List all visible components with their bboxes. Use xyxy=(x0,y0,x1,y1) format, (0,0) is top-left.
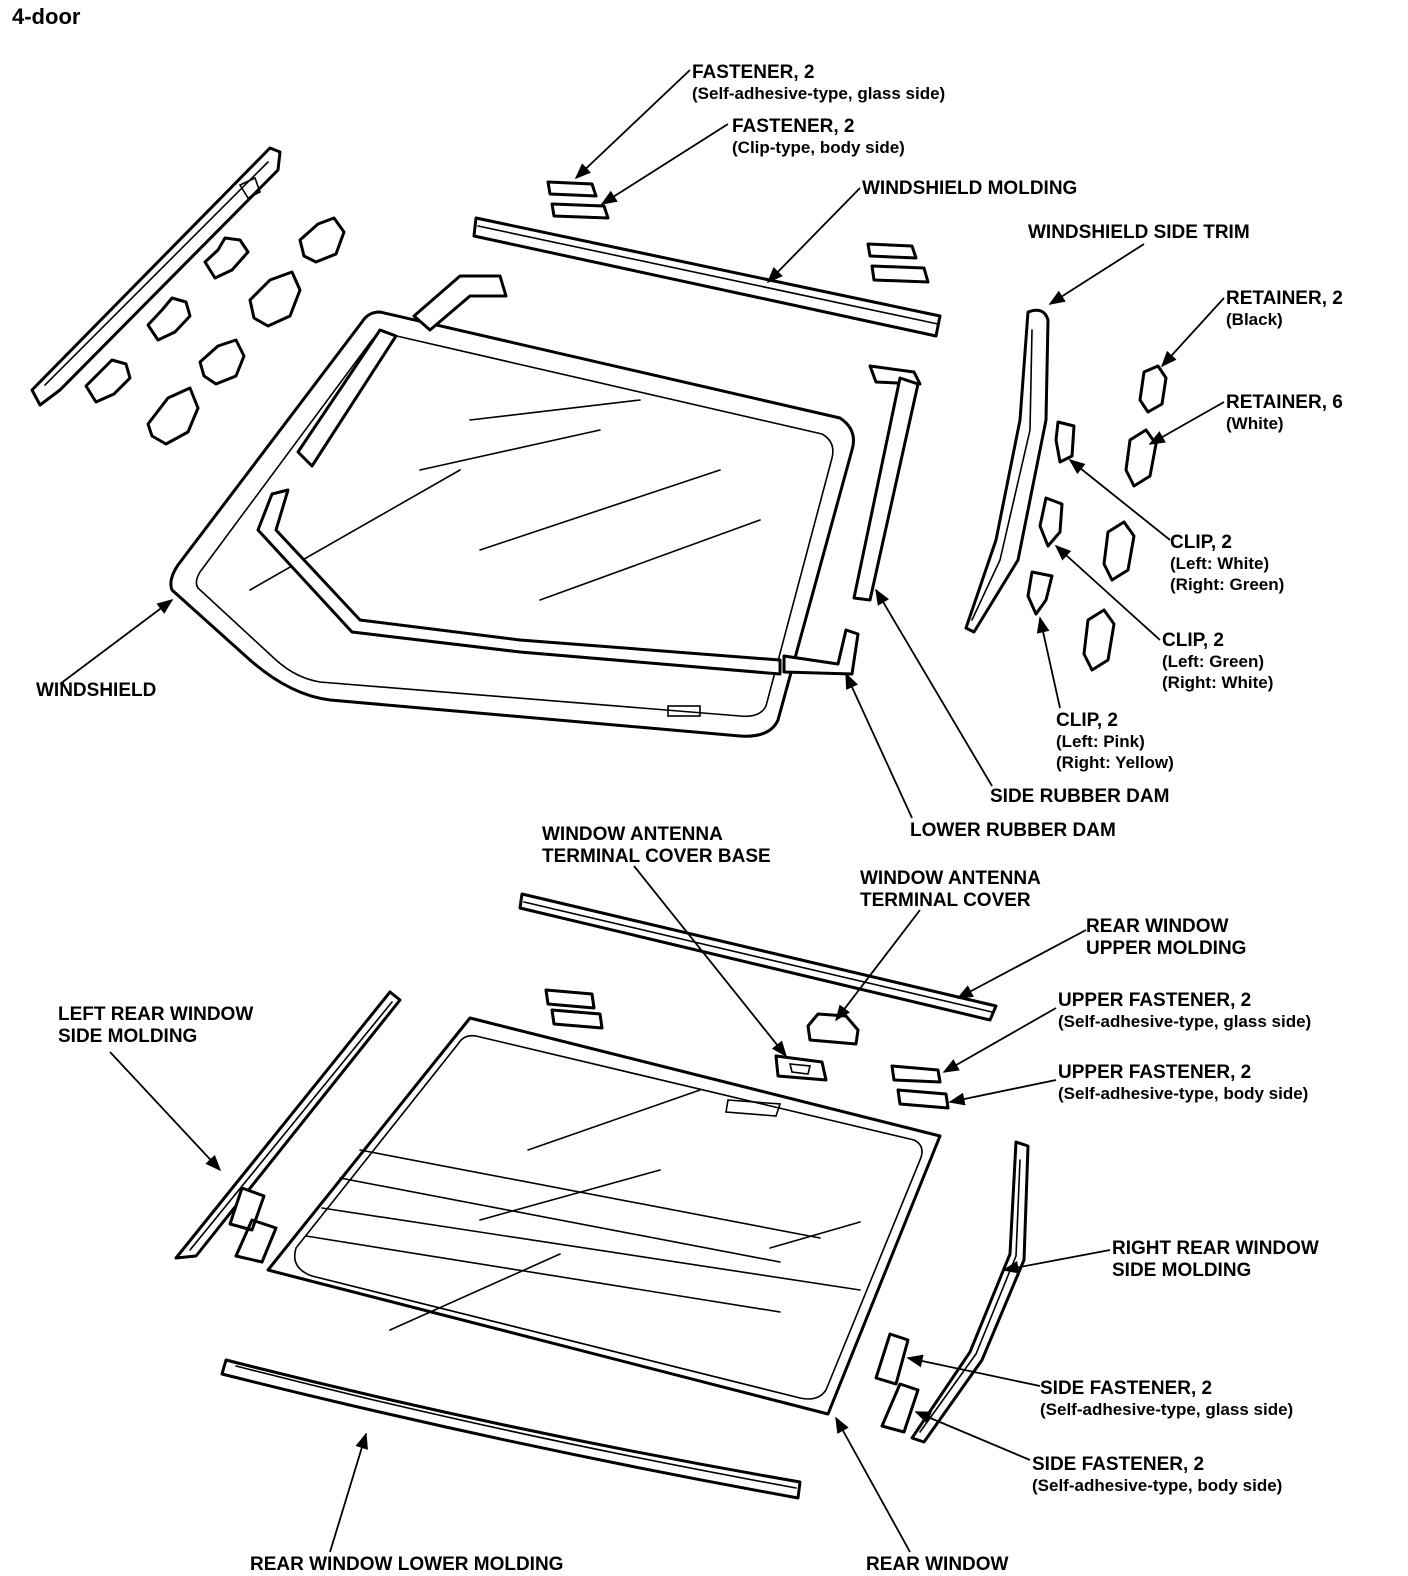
svg-text:RIGHT REAR WINDOW: RIGHT REAR WINDOW xyxy=(1112,1238,1319,1259)
svg-text:FASTENER, 2: FASTENER, 2 xyxy=(692,62,814,83)
svg-text:(Left: Pink): (Left: Pink) xyxy=(1056,732,1145,751)
label-side-fastener-glass: SIDE FASTENER, 2 (Self-adhesive-type, gl… xyxy=(1040,1378,1293,1419)
windshield-glass-part xyxy=(169,310,855,738)
label-rear-upper-molding: REAR WINDOW UPPER MOLDING xyxy=(1086,916,1246,959)
label-retainer-white: RETAINER, 6 (White) xyxy=(1226,392,1343,433)
lower-rubber-dam-part xyxy=(782,628,860,676)
leader-lines xyxy=(59,69,1225,1553)
svg-text:UPPER MOLDING: UPPER MOLDING xyxy=(1086,938,1246,959)
label-right-rear-side-molding: RIGHT REAR WINDOW SIDE MOLDING xyxy=(1112,1238,1319,1281)
upper-rubber-dam-part xyxy=(256,274,782,676)
page-title: 4-door xyxy=(12,4,81,29)
svg-text:SIDE MOLDING: SIDE MOLDING xyxy=(1112,1260,1251,1281)
svg-text:SIDE FASTENER, 2: SIDE FASTENER, 2 xyxy=(1032,1454,1204,1475)
svg-text:TERMINAL COVER: TERMINAL COVER xyxy=(860,890,1031,911)
svg-text:UPPER FASTENER, 2: UPPER FASTENER, 2 xyxy=(1058,990,1251,1011)
label-side-rubber-dam: SIDE RUBBER DAM xyxy=(990,786,1169,807)
label-left-rear-side-molding: LEFT REAR WINDOW SIDE MOLDING xyxy=(58,1004,253,1047)
svg-text:LEFT REAR WINDOW: LEFT REAR WINDOW xyxy=(58,1004,253,1025)
rear-window-glass-part xyxy=(266,1016,942,1416)
svg-text:SIDE FASTENER, 2: SIDE FASTENER, 2 xyxy=(1040,1378,1212,1399)
windshield-side-trim-part xyxy=(964,308,1050,634)
svg-text:(Right: White): (Right: White) xyxy=(1162,673,1273,692)
label-antenna-cover-base: WINDOW ANTENNA TERMINAL COVER BASE xyxy=(542,824,771,867)
svg-text:(Self-adhesive-type, body side: (Self-adhesive-type, body side) xyxy=(1032,1476,1282,1495)
label-lower-rubber-dam: LOWER RUBBER DAM xyxy=(910,820,1116,841)
svg-text:(Left: White): (Left: White) xyxy=(1170,554,1269,573)
svg-text:SIDE MOLDING: SIDE MOLDING xyxy=(58,1026,197,1047)
label-rear-lower-molding: REAR WINDOW LOWER MOLDING xyxy=(250,1554,563,1575)
svg-text:(Self-adhesive-type, glass sid: (Self-adhesive-type, glass side) xyxy=(1040,1400,1293,1419)
clip-parts xyxy=(1026,420,1076,616)
left-rear-side-molding-part xyxy=(174,990,402,1260)
svg-text:CLIP, 2: CLIP, 2 xyxy=(1170,532,1232,553)
svg-text:(Self-adhesive-type, body side: (Self-adhesive-type, body side) xyxy=(1058,1084,1308,1103)
svg-text:CLIP, 2: CLIP, 2 xyxy=(1162,630,1224,651)
svg-text:(Self-adhesive-type, glass sid: (Self-adhesive-type, glass side) xyxy=(1058,1012,1311,1031)
left-side-fasteners xyxy=(228,1186,278,1264)
antenna-cover-part xyxy=(806,1012,860,1046)
antenna-cover-base-part xyxy=(774,1054,828,1082)
label-retainer-black: RETAINER, 2 (Black) xyxy=(1226,288,1343,329)
windshield-molding-part xyxy=(472,216,942,338)
svg-text:(Right: Yellow): (Right: Yellow) xyxy=(1056,753,1174,772)
svg-text:(White): (White) xyxy=(1226,414,1284,433)
svg-text:(Left: Green): (Left: Green) xyxy=(1162,652,1264,671)
svg-text:(Black): (Black) xyxy=(1226,310,1283,329)
svg-text:UPPER FASTENER, 2: UPPER FASTENER, 2 xyxy=(1058,1062,1251,1083)
svg-text:WINDOW ANTENNA: WINDOW ANTENNA xyxy=(860,868,1041,889)
svg-text:FASTENER, 2: FASTENER, 2 xyxy=(732,116,854,137)
label-windshield-side-trim: WINDSHIELD SIDE TRIM xyxy=(1028,222,1250,243)
svg-text:(Self-adhesive-type, glass sid: (Self-adhesive-type, glass side) xyxy=(692,84,945,103)
label-antenna-cover: WINDOW ANTENNA TERMINAL COVER xyxy=(860,868,1041,911)
label-upper-fastener-body: UPPER FASTENER, 2 (Self-adhesive-type, b… xyxy=(1058,1062,1308,1103)
label-windshield-molding: WINDSHIELD MOLDING xyxy=(862,178,1077,199)
label-side-fastener-body: SIDE FASTENER, 2 (Self-adhesive-type, bo… xyxy=(1032,1454,1282,1495)
retainer-black-part xyxy=(1138,364,1168,414)
svg-text:(Right: Green): (Right: Green) xyxy=(1170,575,1284,594)
label-clip-green-white: CLIP, 2 (Left: Green) (Right: White) xyxy=(1162,630,1273,692)
svg-text:RETAINER, 6: RETAINER, 6 xyxy=(1226,392,1343,413)
label-fastener-glass-side: FASTENER, 2 (Self-adhesive-type, glass s… xyxy=(692,62,945,103)
svg-text:WINDOW ANTENNA: WINDOW ANTENNA xyxy=(542,824,723,845)
label-clip-white-green: CLIP, 2 (Left: White) (Right: Green) xyxy=(1170,532,1284,594)
rear-upper-fasteners xyxy=(544,988,950,1110)
rear-upper-molding-part xyxy=(518,892,998,1022)
label-upper-fastener-glass: UPPER FASTENER, 2 (Self-adhesive-type, g… xyxy=(1058,990,1311,1031)
svg-text:REAR WINDOW: REAR WINDOW xyxy=(1086,916,1229,937)
svg-text:TERMINAL COVER BASE: TERMINAL COVER BASE xyxy=(542,846,771,867)
left-windshield-side-trim-part xyxy=(30,146,282,407)
svg-text:CLIP, 2: CLIP, 2 xyxy=(1056,710,1118,731)
label-rear-window: REAR WINDOW xyxy=(866,1554,1009,1575)
side-rubber-dam-part xyxy=(852,364,922,602)
right-side-fasteners xyxy=(874,1332,920,1434)
retainer-white-part xyxy=(1082,428,1158,672)
rear-lower-molding-part xyxy=(220,1358,802,1500)
windshield-fasteners-top xyxy=(546,180,930,284)
label-fastener-body-side: FASTENER, 2 (Clip-type, body side) xyxy=(732,116,905,157)
svg-text:(Clip-type, body side): (Clip-type, body side) xyxy=(732,138,905,157)
retainer-clips-group xyxy=(84,216,346,446)
label-windshield: WINDSHIELD xyxy=(36,680,156,701)
svg-text:RETAINER, 2: RETAINER, 2 xyxy=(1226,288,1343,309)
right-rear-side-molding-part xyxy=(910,1140,1030,1444)
label-clip-pink-yellow: CLIP, 2 (Left: Pink) (Right: Yellow) xyxy=(1056,710,1174,772)
